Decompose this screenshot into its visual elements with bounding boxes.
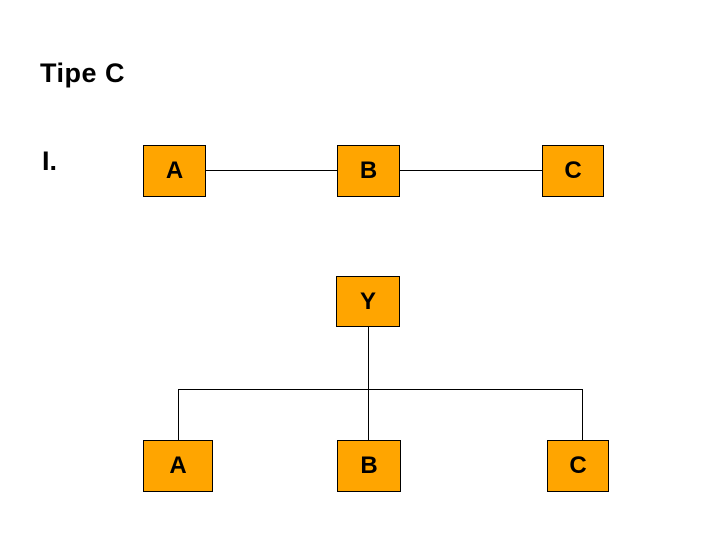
- slide-title: Tipe C: [40, 58, 126, 88]
- tree-crossbar-line: [178, 389, 583, 390]
- tree-child-node-b: B: [337, 440, 401, 492]
- tree-left-drop-line: [178, 389, 179, 440]
- chain-node-c: C: [542, 145, 604, 197]
- chain-connector-a-b: [206, 170, 337, 171]
- chain-node-a: A: [143, 145, 206, 197]
- tree-right-drop-line: [582, 389, 583, 440]
- tree-root-node-y: Y: [336, 276, 400, 327]
- tree-root-drop-line: [368, 327, 369, 440]
- tree-child-node-c: C: [547, 440, 609, 492]
- tree-child-node-a: A: [143, 440, 213, 492]
- chain-node-b: B: [337, 145, 400, 197]
- chain-connector-b-c: [400, 170, 542, 171]
- list-marker: I.: [42, 146, 58, 176]
